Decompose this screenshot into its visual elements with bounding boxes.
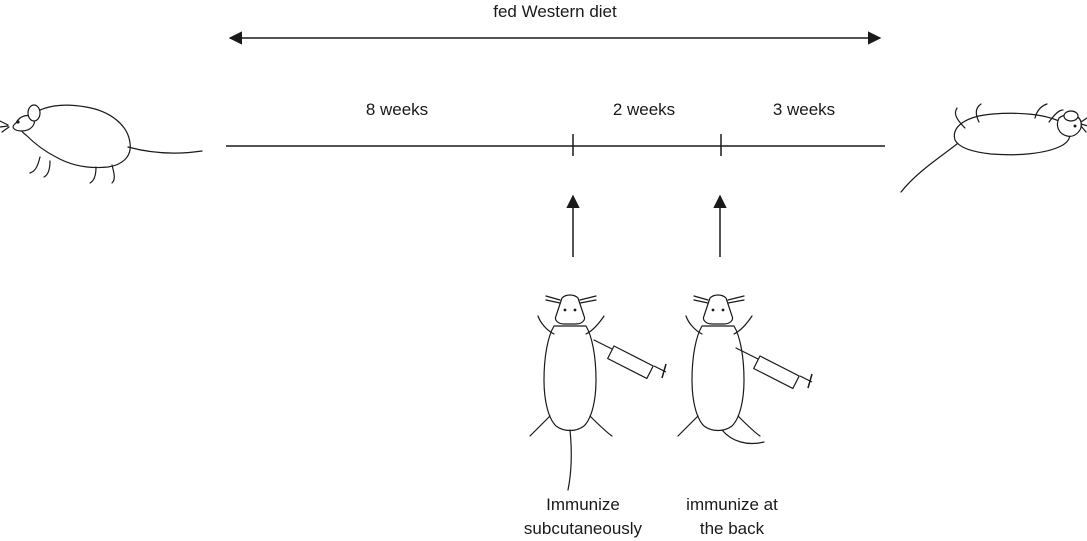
- segment-label-3: 3 weeks: [773, 100, 835, 119]
- mouse-immunize-back-icon: [677, 294, 813, 445]
- mouse-immunize-subcutaneous-icon: [529, 294, 667, 491]
- step-2-caption-line1: immunize at: [686, 495, 778, 514]
- step-1-caption-line2: subcutaneously: [524, 519, 643, 538]
- step-2-caption-line2: the back: [700, 519, 765, 538]
- segment-label-2: 2 weeks: [613, 100, 675, 119]
- segment-label-1: 8 weeks: [366, 100, 428, 119]
- mouse-start-icon: [0, 104, 203, 184]
- diet-label: fed Western diet: [493, 2, 617, 21]
- mouse-end-icon: [900, 103, 1087, 193]
- step-1-caption-line1: Immunize: [546, 495, 620, 514]
